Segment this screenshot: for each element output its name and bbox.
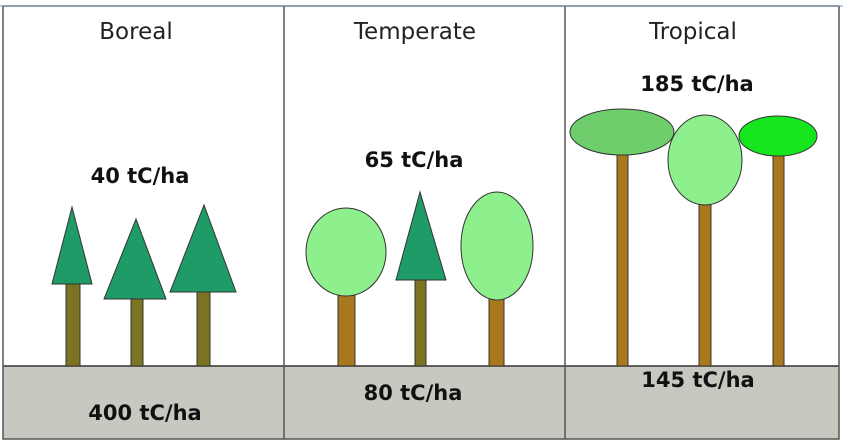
boreal-panel: Boreal 40 tC/ha 400 tC/ha: [51, 19, 237, 425]
broadleaf-tree: [305, 207, 387, 367]
conifer-tree: [103, 217, 167, 367]
boreal-soil-carbon: 400 tC/ha: [88, 401, 201, 425]
broadleaf-tree: [460, 191, 534, 367]
tropical-panel: Tropical 185 tC/ha 145 tC/ha: [569, 19, 818, 392]
conifer-tree: [51, 205, 93, 367]
temperate-panel: Temperate 65 tC/ha 80 tC/ha: [305, 19, 534, 405]
boreal-title: Boreal: [99, 19, 172, 45]
tropical-tree: [569, 108, 675, 367]
tropical-tree: [738, 115, 818, 367]
tropical-vegetation-carbon: 185 tC/ha: [640, 72, 753, 96]
temperate-vegetation-carbon: 65 tC/ha: [365, 148, 464, 172]
soil-layer: [3, 366, 839, 439]
tropical-title: Tropical: [648, 19, 737, 45]
temperate-soil-carbon: 80 tC/ha: [364, 381, 463, 405]
boreal-vegetation-carbon: 40 tC/ha: [91, 164, 190, 188]
conifer-tree: [395, 190, 447, 367]
conifer-tree: [169, 203, 237, 367]
tropical-soil-carbon: 145 tC/ha: [641, 368, 754, 392]
tropical-tree: [667, 114, 743, 367]
temperate-title: Temperate: [353, 19, 476, 45]
